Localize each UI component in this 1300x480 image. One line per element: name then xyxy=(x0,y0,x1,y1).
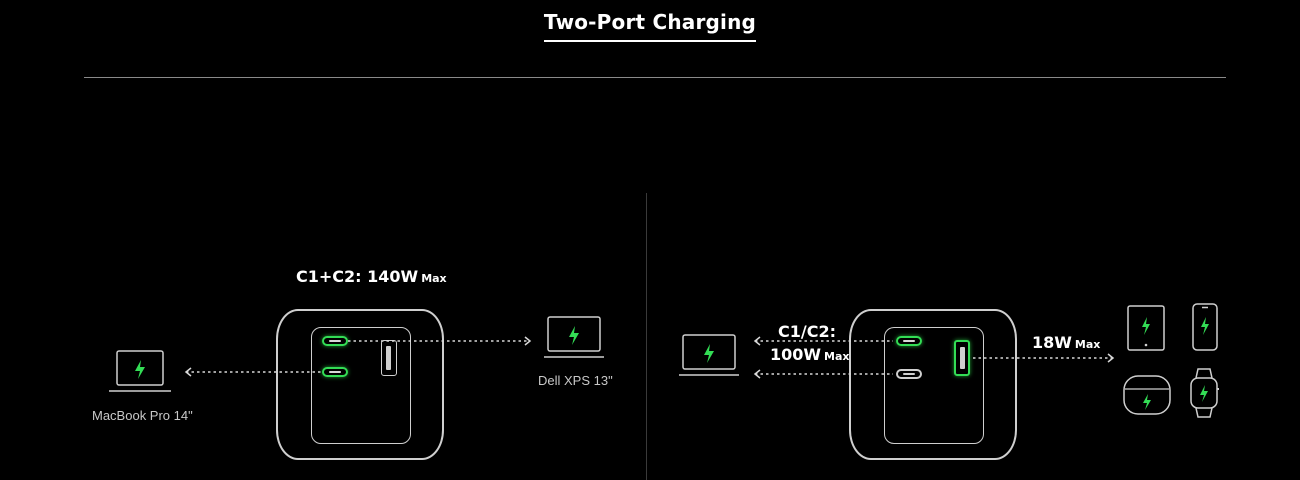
bolt-icon xyxy=(569,326,579,345)
usb-c1-port-right xyxy=(896,336,922,346)
usb-c1-port-left xyxy=(322,336,348,346)
arrow-icon xyxy=(753,336,893,346)
usbc-ports-label: C1/C2: xyxy=(778,322,836,341)
earbuds-case-icon xyxy=(1123,375,1171,415)
usb-c2-port-right xyxy=(896,369,922,379)
bolt-icon xyxy=(1143,394,1151,410)
bolt-icon xyxy=(135,360,145,379)
usbc-power-watts: 100W xyxy=(770,345,822,364)
charger-left-face xyxy=(311,327,411,444)
usba-power-watts: 18W xyxy=(1032,333,1072,352)
usb-c2-port-left xyxy=(322,367,348,377)
bolt-icon xyxy=(1201,317,1209,335)
bolt-icon xyxy=(704,344,714,363)
phone-icon xyxy=(1192,303,1218,351)
arrow-icon xyxy=(973,353,1115,363)
usba-power-suffix: Max xyxy=(1074,338,1101,351)
arrow-icon xyxy=(348,336,532,346)
page-title: Two-Port Charging xyxy=(543,10,757,42)
charger-right-face xyxy=(884,327,984,444)
arrow-icon xyxy=(184,367,322,377)
laptop-icon xyxy=(544,316,604,358)
usb-a-port-right xyxy=(954,340,970,376)
arrow-icon xyxy=(753,369,893,379)
macbook-label: MacBook Pro 14" xyxy=(92,408,193,423)
laptop-icon xyxy=(109,350,171,392)
combined-power-watts: 140W xyxy=(367,267,419,286)
combined-power-suffix: Max xyxy=(421,272,447,285)
usbc-power-suffix: Max xyxy=(824,350,850,363)
bolt-icon xyxy=(1200,385,1208,402)
laptop-icon xyxy=(679,334,739,376)
charger-left xyxy=(276,309,444,460)
combined-power-ports: C1+C2: xyxy=(296,267,362,286)
smartwatch-icon xyxy=(1190,368,1219,418)
dell-label: Dell XPS 13" xyxy=(538,373,613,388)
header-divider xyxy=(84,77,1226,78)
bolt-icon xyxy=(1142,317,1150,335)
page-title-wrap: Two-Port Charging xyxy=(0,10,1300,42)
charger-right xyxy=(849,309,1017,460)
tablet-icon xyxy=(1127,305,1165,351)
panel-divider xyxy=(646,193,647,480)
